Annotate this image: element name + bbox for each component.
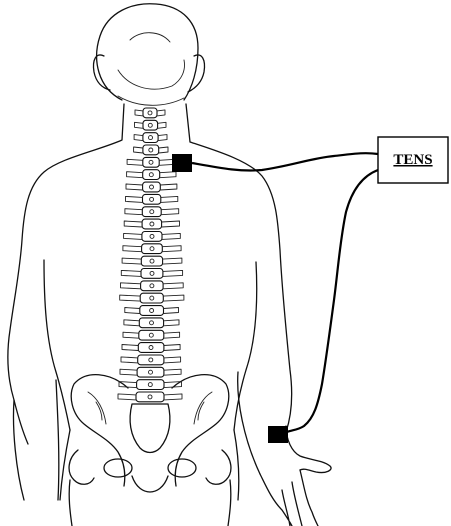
transverse-process [134, 135, 143, 141]
sacrum [130, 404, 170, 453]
human-figure [8, 4, 331, 526]
vertebra [143, 170, 160, 180]
wire-to-wrist [287, 170, 378, 432]
transverse-process [164, 308, 179, 314]
upper-back-electrode [172, 154, 192, 172]
vertebra [140, 293, 163, 303]
transverse-process [135, 110, 143, 116]
transverse-process [118, 394, 136, 400]
vertebra [143, 133, 158, 143]
transverse-process [164, 369, 181, 375]
vertebra [143, 108, 157, 118]
transverse-process [125, 209, 142, 215]
vertebra [141, 256, 162, 266]
vertebra [137, 380, 164, 390]
transverse-process [123, 332, 139, 338]
transverse-process [122, 345, 138, 351]
transverse-process [120, 369, 137, 375]
transverse-process [162, 233, 180, 239]
transverse-process [122, 258, 141, 264]
transverse-process [121, 270, 141, 276]
transverse-process [164, 345, 180, 351]
vertebra [143, 145, 159, 155]
right-hand [260, 470, 318, 526]
transverse-process [163, 283, 183, 289]
vertebra [139, 330, 164, 340]
transverse-process [126, 196, 143, 202]
transverse-process [163, 270, 183, 276]
transverse-process [125, 308, 140, 314]
transverse-process [126, 184, 143, 190]
skull-detail [118, 33, 185, 106]
vertebra [142, 232, 162, 242]
transverse-process [162, 246, 181, 252]
femur-heads [69, 450, 231, 526]
spine [118, 108, 184, 402]
transverse-process [127, 172, 143, 178]
waist-outline [60, 430, 239, 500]
transverse-process [164, 394, 182, 400]
left-iliac-crest [71, 375, 128, 486]
tens-label: TENS [393, 152, 432, 168]
vertebra [142, 207, 161, 217]
vertebra [142, 244, 163, 254]
head-outline [97, 4, 198, 100]
vertebra [143, 194, 161, 204]
right-iliac-crest [172, 375, 229, 486]
transverse-process [124, 221, 142, 227]
transverse-process [163, 258, 182, 264]
left-obturator [104, 459, 132, 477]
transverse-process [121, 357, 138, 363]
vertebra [138, 355, 164, 365]
transverse-process [164, 357, 181, 363]
transverse-process [161, 196, 178, 202]
vertebra [139, 318, 163, 328]
vertebra [143, 120, 158, 130]
torso-outline-right [186, 104, 292, 432]
transverse-process [158, 122, 166, 128]
transverse-process [160, 172, 176, 178]
right-obturator [168, 459, 196, 477]
wrist-electrode [268, 426, 288, 443]
vertebra [143, 157, 159, 167]
transverse-process [134, 147, 143, 153]
vertebra [138, 343, 164, 353]
torso-outline-left [8, 104, 124, 444]
transverse-process [158, 135, 167, 141]
transverse-process [159, 147, 168, 153]
transverse-process [120, 295, 141, 301]
vertebra [136, 392, 164, 402]
transverse-process [161, 209, 179, 215]
transverse-process [127, 159, 143, 165]
transverse-process [123, 246, 142, 252]
left-forearm [13, 380, 58, 500]
transverse-process [124, 233, 142, 239]
transverse-process [160, 184, 177, 190]
transverse-process [163, 295, 184, 301]
transverse-process [164, 332, 180, 338]
transverse-process [121, 283, 141, 289]
wire-to-upper-back [192, 153, 378, 170]
transverse-process [135, 122, 144, 128]
transverse-process [124, 320, 139, 326]
vertebra [142, 219, 162, 229]
right-forearm [238, 372, 331, 474]
transverse-process [164, 320, 179, 326]
vertebra [143, 182, 161, 192]
vertebra [141, 269, 163, 279]
transverse-process [157, 110, 165, 116]
vertebra [137, 367, 164, 377]
transverse-process [162, 221, 180, 227]
vertebra [141, 281, 164, 291]
vertebra [140, 306, 164, 316]
tens-unit: TENS [378, 137, 448, 183]
left-ear [93, 55, 110, 90]
